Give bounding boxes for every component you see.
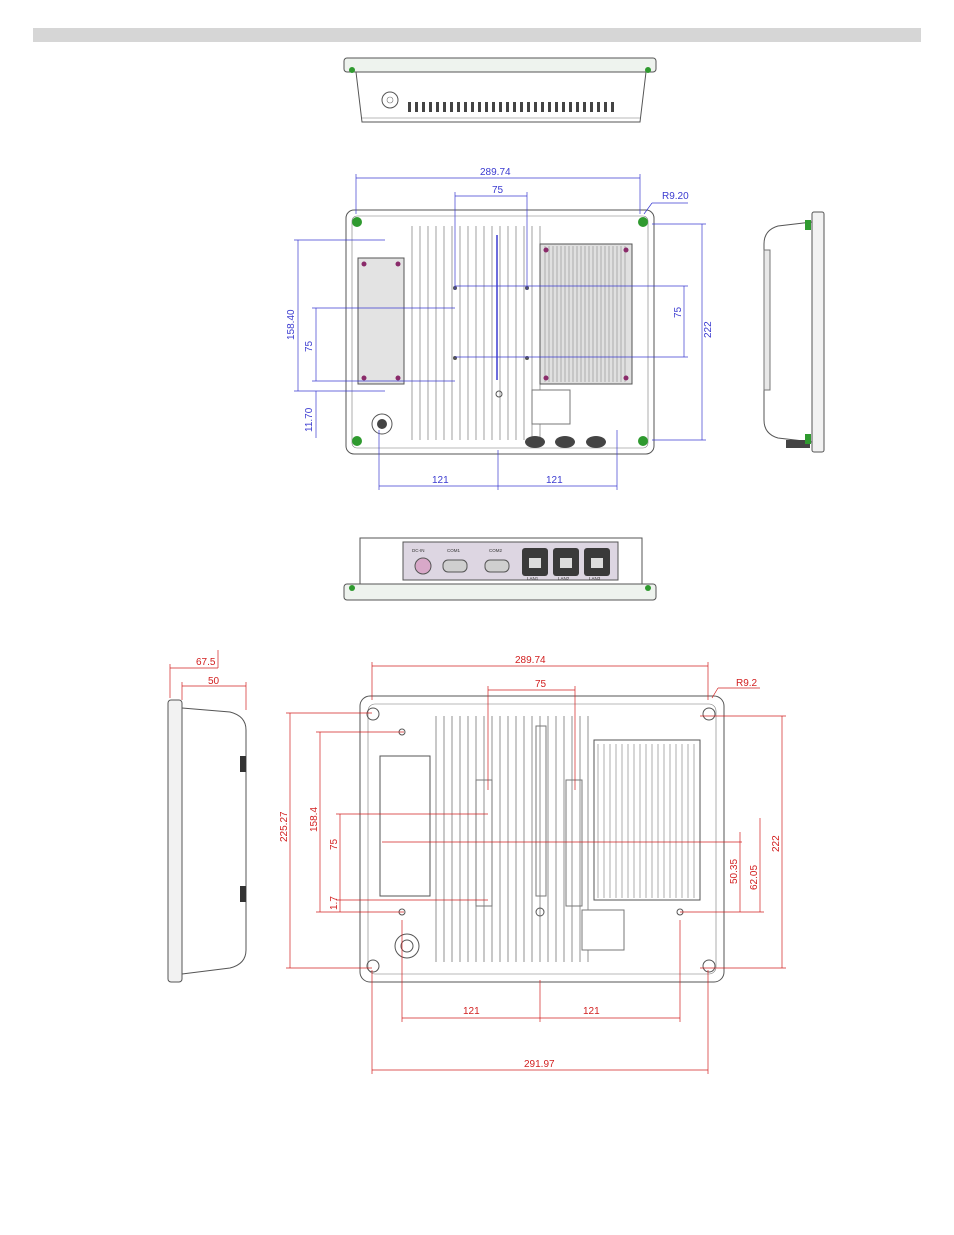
dim-1170-blue: 11.70 [304, 407, 315, 432]
label-plate [531, 389, 571, 425]
vent-slot [569, 102, 572, 112]
dim-6205-red: 62.05 [749, 865, 760, 890]
side-view-right [763, 211, 825, 453]
dim-1584-red: 158.4 [309, 807, 320, 832]
dim-121-left-red: 121 [463, 1006, 480, 1017]
vent-slot [492, 102, 495, 112]
top-view [343, 57, 657, 123]
dim-width-blue: 289.74 [480, 167, 511, 178]
vent-slot [443, 102, 446, 112]
vent-slot [450, 102, 453, 112]
dim-222-red: 222 [771, 835, 782, 852]
header-bar [33, 28, 921, 42]
vent-slot [562, 102, 565, 112]
vent-slot [422, 102, 425, 112]
dim-width-red: 289.74 [515, 655, 546, 666]
side-compartment [379, 755, 431, 897]
port-label-lan3: LAN3 [589, 576, 601, 581]
vent-slot [513, 102, 516, 112]
dim-22527-red: 225.27 [279, 811, 290, 842]
port-label-lan2: LAN2 [558, 576, 570, 581]
heatsink-block [597, 744, 695, 898]
dim-vesa-h-red: 75 [535, 679, 547, 690]
heatsink-block [544, 246, 626, 382]
vent-slot [541, 102, 544, 112]
rear-view-red: 289.74 75 R9.2 225.27 158.4 75 1.7 222 5… [279, 655, 786, 1074]
dc-in-port-icon [414, 557, 432, 575]
vent-slot [534, 102, 537, 112]
com2-port-icon [484, 559, 510, 573]
port-label-lan1: LAN1 [527, 576, 539, 581]
dim-121-left-blue: 121 [432, 475, 449, 486]
dim-222-blue: 222 [703, 321, 714, 338]
port-label-com2: COM2 [489, 548, 502, 553]
vent-slot [604, 102, 607, 112]
vent-slot [548, 102, 551, 112]
dim-vesa-v-red: 75 [329, 838, 340, 850]
side-compartment [357, 257, 405, 385]
dim-675-red: 67.5 [196, 657, 216, 668]
vent-slot [520, 102, 523, 112]
com1-port-icon [442, 559, 468, 573]
vent-slot [576, 102, 579, 112]
dim-121-right-red: 121 [583, 1006, 600, 1017]
vent-slot [471, 102, 474, 112]
dim-radius-red: R9.2 [736, 678, 758, 689]
vent-slot [555, 102, 558, 112]
label-plate [581, 909, 625, 951]
dim-17-red: 1.7 [329, 896, 340, 910]
dim-vesa-v-left-blue: 75 [304, 340, 315, 352]
vent-slot [478, 102, 481, 112]
vent-slot [590, 102, 593, 112]
dim-121-right-blue: 121 [546, 475, 563, 486]
bottom-view: DC-IN COM1 COM2 LAN1 LAN2 LAN3 [343, 537, 657, 601]
vent-slot [506, 102, 509, 112]
port-label-dcin: DC-IN [412, 548, 425, 553]
dim-vesa-v-right-blue: 75 [673, 306, 684, 318]
vent-slot [611, 102, 614, 112]
vent-slot [583, 102, 586, 112]
dim-radius-blue: R9.20 [662, 191, 689, 202]
vent-slot [408, 102, 411, 112]
vent-slot [429, 102, 432, 112]
dim-5035-red: 50.35 [729, 859, 740, 884]
vent-slot [415, 102, 418, 112]
vent-slot [527, 102, 530, 112]
vent-slot [485, 102, 488, 112]
dim-vesa-h-blue: 75 [492, 185, 504, 196]
vent-slot [499, 102, 502, 112]
vent-slot [436, 102, 439, 112]
dim-29197-red: 291.97 [524, 1059, 555, 1070]
connector-icon [381, 91, 399, 109]
vent-slot [464, 102, 467, 112]
vent-fins [408, 102, 614, 112]
dim-158-blue: 158.40 [286, 309, 297, 340]
vent-slot [457, 102, 460, 112]
rear-view-blue: 289.74 75 R9.20 158.40 75 11.70 75 222 1… [286, 167, 714, 490]
port-label-com1: COM1 [447, 548, 460, 553]
dim-50-red: 50 [208, 676, 220, 687]
side-view-left: 67.5 50 [167, 650, 247, 983]
vent-slot [597, 102, 600, 112]
